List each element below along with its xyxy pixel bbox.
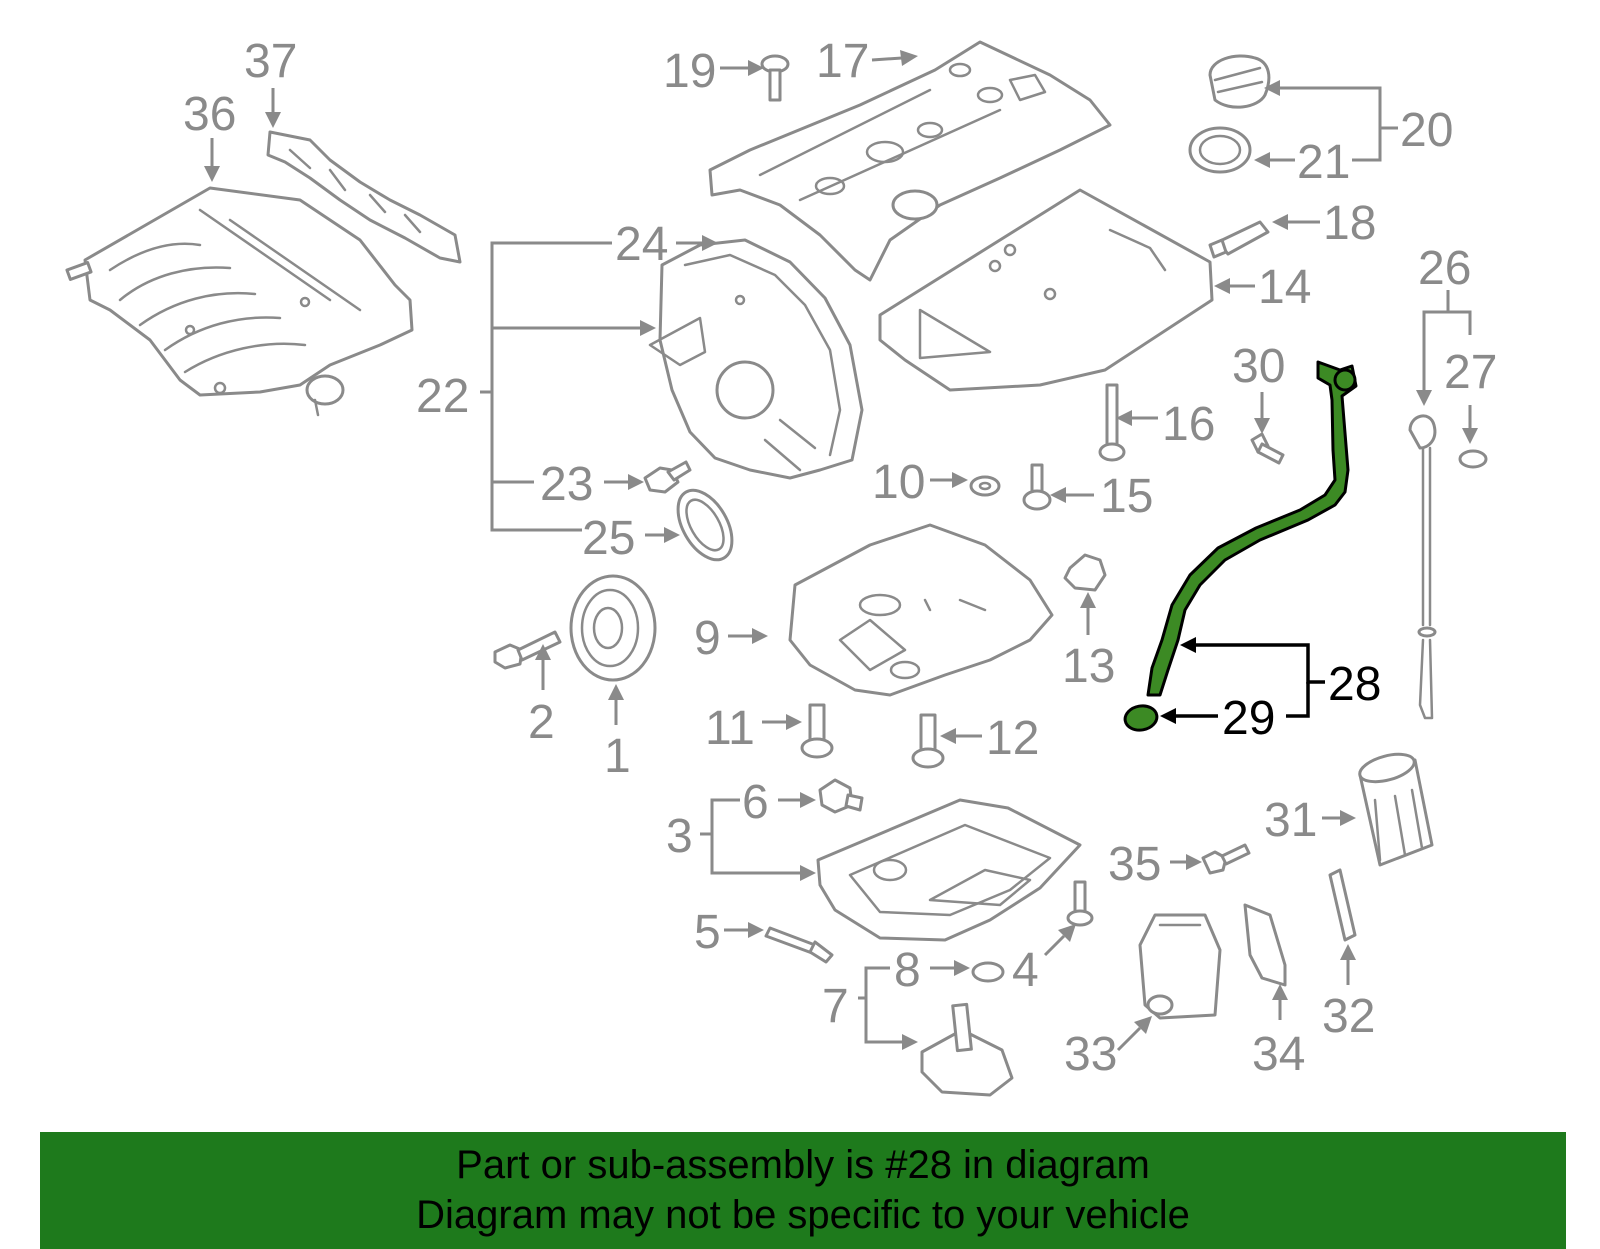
intake-manifold-part-36 <box>65 186 414 417</box>
callout-8: 8 <box>894 944 921 997</box>
bolt-part-16 <box>1098 383 1126 462</box>
callout-6: 6 <box>742 776 769 829</box>
callout-10: 10 <box>872 456 925 509</box>
oil-cap-part-20 <box>1208 54 1271 109</box>
callout-5: 5 <box>694 906 721 959</box>
oil-filter-part-31 <box>1358 752 1434 867</box>
o-ring-part-8 <box>971 961 1005 983</box>
callout-labels: 36 37 19 17 20 21 18 14 24 22 23 25 10 1… <box>183 35 1497 1081</box>
callout-11: 11 <box>705 702 755 755</box>
pulley-part-1 <box>569 574 657 682</box>
callout-36: 36 <box>183 88 236 141</box>
callout-31: 31 <box>1264 794 1317 847</box>
callout-17: 17 <box>816 35 869 88</box>
bolt-part-12 <box>911 713 945 769</box>
callout-16: 16 <box>1162 398 1215 451</box>
callout-33: 33 <box>1064 1028 1117 1081</box>
callout-24: 24 <box>615 218 668 271</box>
callout-34: 34 <box>1252 1028 1305 1081</box>
callout-9: 9 <box>694 612 721 665</box>
oil-cooler-part-33 <box>1138 913 1222 1020</box>
o-ring-part-29 <box>1123 704 1159 732</box>
leader-lines <box>204 50 1478 1052</box>
footer-line-2: Diagram may not be specific to your vehi… <box>416 1193 1190 1237</box>
bolt-part-19 <box>760 54 790 102</box>
callout-19: 19 <box>663 45 716 98</box>
callout-29: 29 <box>1222 692 1275 745</box>
timing-cover-part-24 <box>648 238 864 480</box>
sensor-part-13 <box>1063 553 1107 592</box>
callout-13: 13 <box>1062 640 1115 693</box>
o-ring-part-27 <box>1458 449 1488 469</box>
dipstick-part-26 <box>1408 414 1437 720</box>
engine-cover-part-14 <box>878 188 1214 392</box>
sensor-part-18 <box>1208 220 1270 259</box>
bolt-part-23 <box>643 460 692 494</box>
bolt-part-4 <box>1066 880 1094 927</box>
callout-28: 28 <box>1328 658 1381 711</box>
footer-banner: Part or sub-assembly is #28 in diagram D… <box>40 1132 1566 1249</box>
sensor-part-5 <box>764 926 834 964</box>
callout-18: 18 <box>1323 197 1376 250</box>
bolt-part-2 <box>493 630 562 670</box>
callout-26: 26 <box>1418 242 1471 295</box>
callout-2: 2 <box>528 696 555 749</box>
seal-part-25 <box>676 488 734 562</box>
gasket-part-37 <box>266 130 462 264</box>
valve-cover-part-17 <box>708 40 1112 282</box>
oil-level-sensor-part-7 <box>920 1002 1014 1097</box>
bracket-part-34 <box>1243 903 1287 987</box>
callout-23: 23 <box>540 458 593 511</box>
callout-32: 32 <box>1322 990 1375 1043</box>
footer-line-1: Part or sub-assembly is #28 in diagram <box>456 1143 1150 1187</box>
callout-7: 7 <box>822 980 849 1033</box>
dipstick-tube-part-28 <box>1146 360 1358 697</box>
callout-21: 21 <box>1297 136 1350 189</box>
sensor-part-32 <box>1328 868 1357 942</box>
callout-14: 14 <box>1258 261 1311 314</box>
seal-part-21 <box>1188 126 1252 174</box>
callout-25: 25 <box>582 512 635 565</box>
washer-part-10 <box>969 475 1001 497</box>
callout-20: 20 <box>1400 104 1453 157</box>
callout-15: 15 <box>1100 470 1153 523</box>
callout-12: 12 <box>986 712 1039 765</box>
bolt-part-30 <box>1250 432 1285 465</box>
callout-3: 3 <box>666 810 693 863</box>
callout-27: 27 <box>1444 346 1497 399</box>
ladder-frame-part-9 <box>788 523 1054 697</box>
bolt-part-15 <box>1022 463 1052 511</box>
callout-1: 1 <box>604 730 631 783</box>
callout-35: 35 <box>1108 838 1161 891</box>
callout-37: 37 <box>244 35 297 88</box>
callout-22: 22 <box>416 370 469 423</box>
bolt-part-35 <box>1201 843 1251 875</box>
callout-30: 30 <box>1232 340 1285 393</box>
oil-pan-part-3 <box>816 798 1082 942</box>
sensor-part-6 <box>818 778 864 814</box>
bolt-part-11 <box>800 703 834 759</box>
callout-4: 4 <box>1012 944 1039 997</box>
